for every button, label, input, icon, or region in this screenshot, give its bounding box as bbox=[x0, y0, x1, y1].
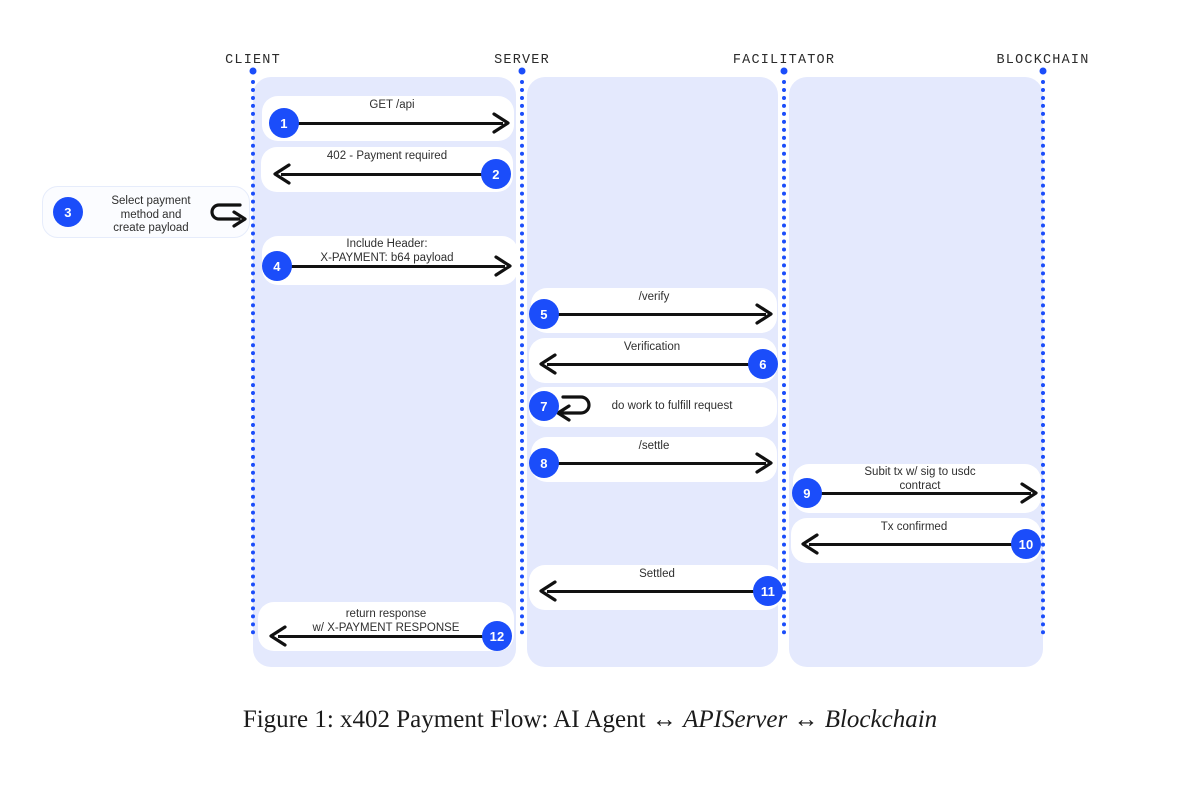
message-line-11 bbox=[547, 590, 760, 593]
arrowhead-right-9 bbox=[1020, 482, 1042, 504]
step-badge-4[interactable]: 4 bbox=[262, 251, 292, 281]
self-note-3: 3 Select payment method and create paylo… bbox=[42, 186, 250, 238]
lifeline-server bbox=[520, 80, 528, 635]
message-pill-10 bbox=[791, 518, 1041, 563]
self-loop-left-icon-7 bbox=[550, 391, 596, 423]
arrowhead-left-2 bbox=[269, 163, 291, 185]
lifeline-client bbox=[251, 80, 259, 635]
message-label-4: Include Header: X-PAYMENT: b64 payload bbox=[320, 238, 454, 264]
lifeline-head-blockchain bbox=[1039, 67, 1047, 75]
lifeline-head-facilitator bbox=[780, 67, 788, 75]
self-note-label-3: Select payment method and create payload bbox=[111, 195, 191, 234]
message-label-2: 402 - Payment required bbox=[326, 150, 448, 162]
arrowhead-right-1 bbox=[492, 112, 514, 134]
step-badge-8[interactable]: 8 bbox=[529, 448, 559, 478]
arrowhead-right-8 bbox=[755, 452, 777, 474]
message-line-6 bbox=[547, 363, 755, 366]
message-line-2 bbox=[281, 173, 491, 176]
figure-caption-prefix: Figure 1: x402 Payment Flow: AI Agent bbox=[242, 706, 652, 733]
step-badge-9[interactable]: 9 bbox=[792, 478, 822, 508]
message-pill-2 bbox=[261, 147, 513, 192]
message-line-9 bbox=[807, 492, 1031, 495]
message-label-1: GET /api bbox=[369, 99, 415, 111]
message-pill-11 bbox=[529, 565, 782, 610]
step-badge-5[interactable]: 5 bbox=[529, 299, 559, 329]
message-label-10: Tx confirmed bbox=[880, 521, 948, 533]
arrowhead-left-12 bbox=[265, 625, 287, 647]
step-badge-3[interactable]: 3 bbox=[53, 197, 83, 227]
message-label-11: Settled bbox=[639, 568, 675, 580]
participant-label-server: SERVER bbox=[494, 53, 550, 68]
message-line-10 bbox=[809, 543, 1021, 546]
arrowhead-right-4 bbox=[494, 255, 516, 277]
arrowhead-left-10 bbox=[797, 533, 819, 555]
participant-label-blockchain: BLOCKCHAIN bbox=[996, 53, 1090, 68]
message-line-1 bbox=[284, 122, 503, 125]
lane-facilitator-blockchain bbox=[789, 77, 1043, 667]
message-label-8: /settle bbox=[638, 440, 670, 452]
message-pill-12 bbox=[258, 602, 514, 651]
message-line-8 bbox=[545, 462, 766, 465]
participant-label-facilitator: FACILITATOR bbox=[732, 53, 836, 68]
message-label-9: Subit tx w/ sig to usdc contract bbox=[864, 466, 976, 492]
step-badge-11[interactable]: 11 bbox=[753, 576, 783, 606]
message-pill-6 bbox=[529, 338, 777, 383]
message-label-7: do work to fulfill request bbox=[611, 400, 733, 412]
figure-caption: Figure 1: x402 Payment Flow: AI Agent ↔ … bbox=[0, 706, 1180, 734]
message-line-4 bbox=[277, 265, 505, 268]
arrowhead-left-6 bbox=[535, 353, 557, 375]
step-badge-7[interactable]: 7 bbox=[529, 391, 559, 421]
figure-caption-math-2: Blockchain bbox=[824, 706, 938, 733]
step-badge-1[interactable]: 1 bbox=[269, 108, 299, 138]
arrowhead-left-11 bbox=[535, 580, 557, 602]
arrowhead-right-5 bbox=[755, 303, 777, 325]
lifeline-head-server bbox=[518, 67, 526, 75]
step-badge-6[interactable]: 6 bbox=[748, 349, 778, 379]
message-label-6: Verification bbox=[623, 341, 681, 353]
message-pill-4 bbox=[262, 236, 518, 285]
message-pill-8 bbox=[531, 437, 777, 482]
figure-caption-math-1: APIServer bbox=[683, 706, 788, 733]
participant-label-client: CLIENT bbox=[225, 53, 281, 68]
message-pill-9 bbox=[793, 464, 1041, 513]
message-line-5 bbox=[545, 313, 766, 316]
self-loop-right-icon-3 bbox=[206, 199, 252, 228]
message-pill-1 bbox=[262, 96, 514, 141]
lifeline-head-client bbox=[249, 67, 257, 75]
message-label-5: /verify bbox=[638, 291, 670, 303]
message-label-12: return response w/ X-PAYMENT RESPONSE bbox=[312, 608, 460, 634]
lifeline-facilitator bbox=[782, 80, 790, 635]
step-badge-12[interactable]: 12 bbox=[482, 621, 512, 651]
message-line-12 bbox=[278, 635, 493, 638]
figure-caption-arrow-2: ↔ bbox=[793, 706, 819, 733]
lifeline-blockchain bbox=[1041, 80, 1049, 635]
step-badge-2[interactable]: 2 bbox=[481, 159, 511, 189]
step-badge-10[interactable]: 10 bbox=[1011, 529, 1041, 559]
message-pill-5 bbox=[531, 288, 777, 333]
figure-caption-arrow-1: ↔ bbox=[651, 706, 677, 733]
